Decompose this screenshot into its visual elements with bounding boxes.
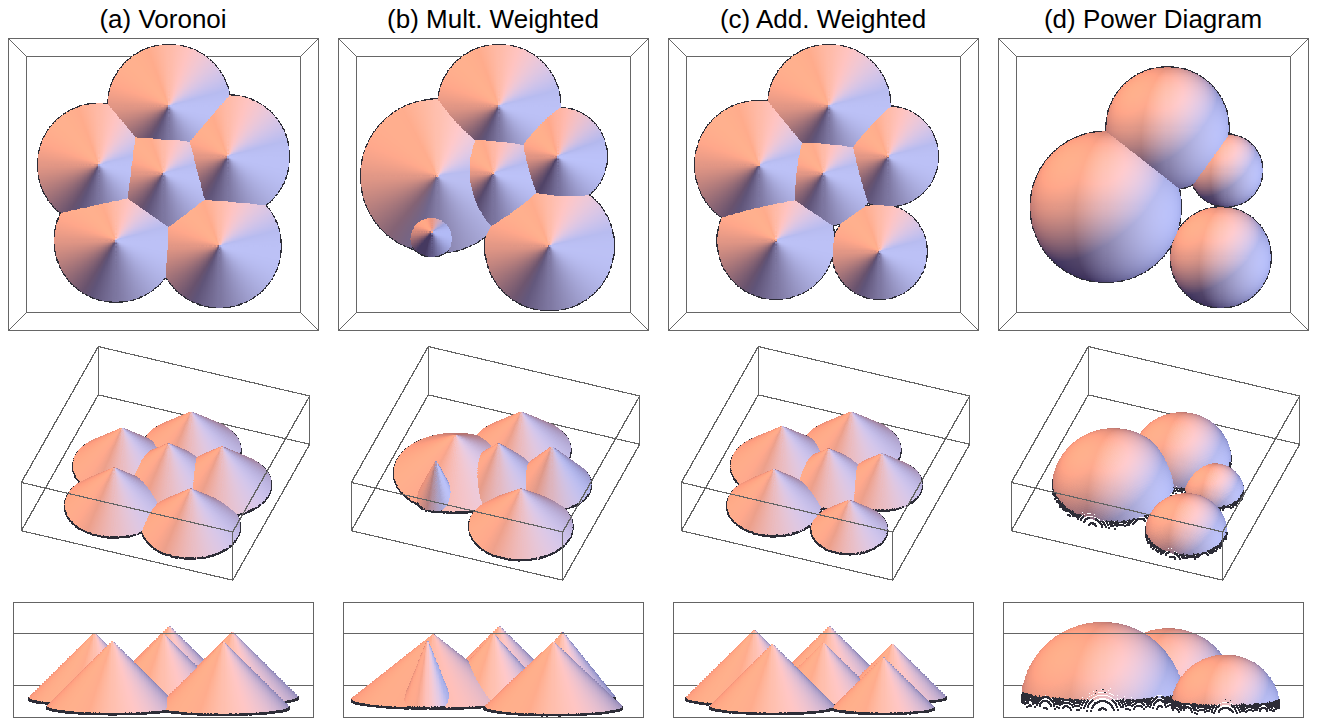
panel-title: (d) Power Diagram xyxy=(988,4,1318,34)
panel-title: (c) Add. Weighted xyxy=(658,4,988,34)
panel-title: (a) Voronoi xyxy=(0,4,328,34)
panel-title: (b) Mult. Weighted xyxy=(328,4,658,34)
